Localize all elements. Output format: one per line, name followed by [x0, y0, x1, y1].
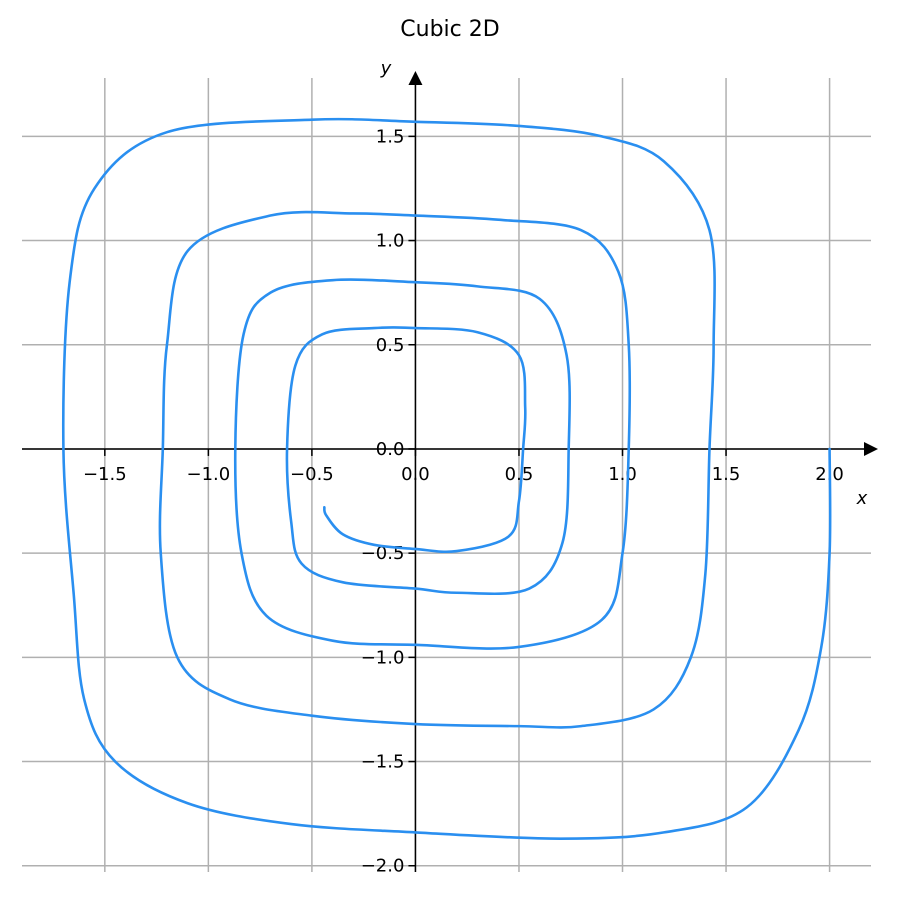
chart-title: Cubic 2D	[400, 17, 499, 42]
y-tick-label: 1.0	[376, 231, 405, 252]
x-tick-label: −0.5	[290, 464, 334, 485]
y-tick-label: 1.5	[376, 126, 405, 147]
y-tick-label: 0.0	[376, 439, 405, 460]
x-tick-label: 1.5	[712, 464, 741, 485]
x-axis-label: x	[856, 488, 868, 509]
x-tick-label: −1.0	[187, 464, 231, 485]
x-tick-label: 0.0	[401, 464, 430, 485]
y-axis-arrow	[408, 71, 423, 85]
axes	[22, 71, 878, 872]
x-tick-label: 1.0	[608, 464, 637, 485]
y-tick-label: −1.5	[361, 752, 405, 773]
y-tick-label: 0.5	[376, 335, 405, 356]
x-tick-label: −1.5	[83, 464, 127, 485]
series-layer	[61, 117, 832, 840]
x-axis-arrow	[864, 441, 878, 456]
x-tick-label: 0.5	[505, 464, 534, 485]
y-axis-label: y	[380, 58, 392, 79]
series-line	[61, 117, 832, 840]
y-tick-label: −2.0	[361, 856, 405, 877]
grid	[22, 78, 871, 872]
y-tick-label: −1.0	[361, 647, 405, 668]
